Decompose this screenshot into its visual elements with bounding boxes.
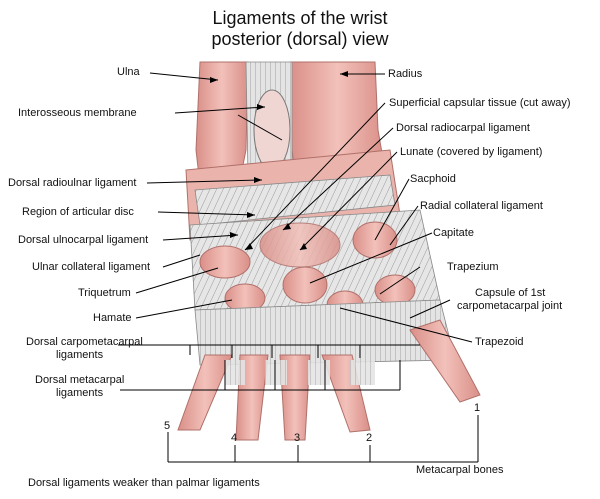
label-dorsal-metacarpal-1: Dorsal metacarpal (35, 374, 125, 386)
metacarpal-number-1: 1 (474, 402, 481, 414)
metacarpal-number-3: 3 (294, 432, 301, 444)
metacarpal-2 (321, 354, 371, 433)
metacarpal-number-5: 5 (164, 420, 171, 432)
label-dorsal-metacarpal-2: ligaments (56, 387, 104, 399)
label-dorsal-carpometacarpal-2: ligaments (56, 349, 104, 361)
metacarpal-1 (409, 319, 481, 403)
trapezium-bone (374, 274, 416, 306)
label-dorsal-carpometacarpal-1: Dorsal carpometacarpal (26, 336, 143, 348)
label-triquetrum: Triquetrum (78, 287, 131, 299)
label-sacphoid: Sacphoid (410, 173, 456, 185)
metacarpal-3 (279, 354, 311, 441)
arrowheads (210, 71, 348, 250)
metacarpal-5 (177, 354, 233, 431)
label-interosseous-membrane: Interosseous membrane (18, 107, 137, 119)
capitate-bone (282, 266, 328, 304)
label-dorsal-radiocarpal-ligament: Dorsal radiocarpal ligament (396, 122, 530, 134)
label-hamate: Hamate (93, 312, 132, 324)
label-capitate: Capitate (433, 227, 474, 239)
label-ulnar-collateral-ligament: Ulnar collateral ligament (32, 261, 150, 273)
label-ulna: Ulna (117, 66, 140, 78)
label-superficial-capsular-tissue: Superficial capsular tissue (cut away) (389, 97, 571, 109)
label-lunate: Lunate (covered by ligament) (400, 146, 543, 158)
metacarpal-number-2: 2 (366, 432, 373, 444)
label-dorsal-ulnocarpal-ligament: Dorsal ulnocarpal ligament (18, 234, 149, 246)
metacarpal-number-4: 4 (231, 432, 238, 444)
label-trapezium: Trapezium (447, 261, 499, 273)
lunate-bone (259, 222, 341, 268)
label-radius: Radius (388, 68, 423, 80)
label-metacarpal-bones: Metacarpal bones (416, 464, 504, 476)
triquetrum-bone (199, 245, 251, 279)
label-dorsal-radioulnar-ligament: Dorsal radioulnar ligament (8, 177, 137, 189)
label-capsule-1: Capsule of 1st (475, 287, 546, 299)
title-line-2: posterior (dorsal) view (211, 29, 389, 49)
leader-lines (118, 72, 479, 463)
label-region-of-articular-disc: Region of articular disc (22, 206, 134, 218)
label-capsule-2: carpometacarpal joint (457, 300, 563, 312)
label-radial-collateral-ligament: Radial collateral ligament (420, 200, 543, 212)
footer-note: Dorsal ligaments weaker than palmar liga… (28, 477, 260, 489)
title-line-1: Ligaments of the wrist (212, 8, 388, 28)
label-trapezoid: Trapezoid (475, 336, 524, 348)
